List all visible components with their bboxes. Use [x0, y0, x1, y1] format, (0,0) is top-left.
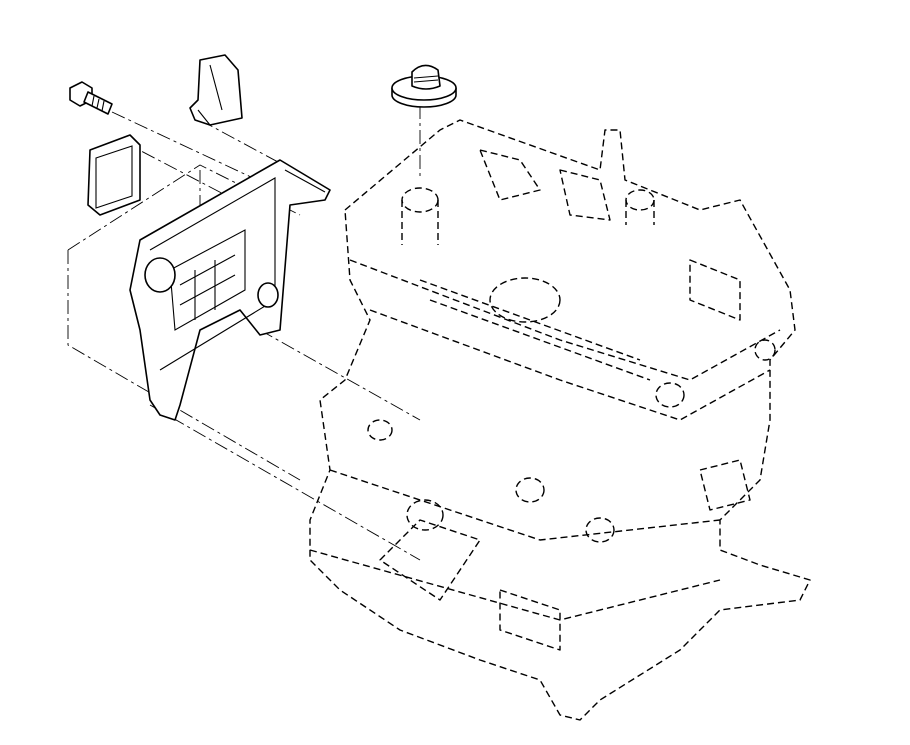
bracket — [189, 54, 243, 126]
bolt — [69, 81, 113, 115]
engine-block-phantom — [309, 119, 811, 721]
oil-filler-cap — [391, 64, 457, 108]
gasket — [87, 134, 141, 216]
timing-cover — [129, 159, 331, 421]
